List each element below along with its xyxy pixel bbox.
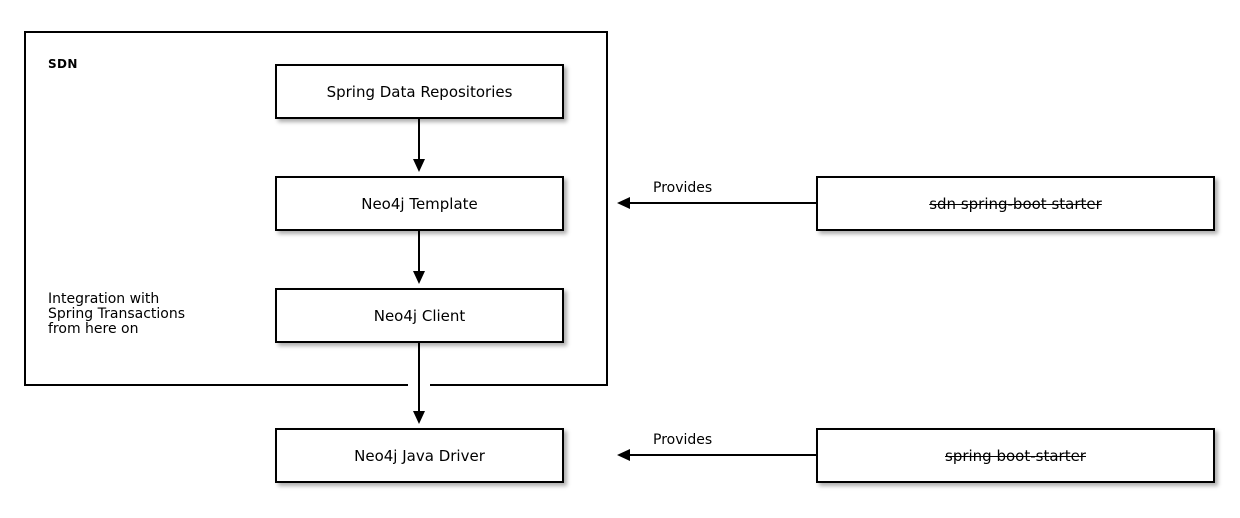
edge-sdn-starter-provides-line [630,202,816,204]
edge-boot-starter-provides-label: Provides [653,432,713,448]
node-neo4j-template[interactable]: Neo4j Template [275,176,564,231]
edge-client-to-driver-line-segment [418,343,420,411]
edge-boot-starter-provides-arrowhead [617,449,630,461]
edge-sdn-starter-provides-label: Provides [653,180,713,196]
edge-client-to-driver-arrowhead [413,411,425,424]
note-transactions-line-2: Spring Transactions [48,306,186,322]
package-sdn [24,31,608,386]
note-transactions: Integration with Spring Transactions fro… [48,292,185,337]
node-spring-data-repositories-label: Spring Data Repositories [326,82,513,101]
package-sdn-label: SDN [48,57,78,71]
node-spring-boot-starter[interactable]: spring boot-starter [816,428,1215,483]
edge-repositories-to-template-arrowhead [413,159,425,172]
edge-template-to-client-arrowhead [413,271,425,284]
node-neo4j-template-label: Neo4j Template [361,194,478,213]
node-sdn-spring-boot-starter-label: sdn spring-boot starter [929,194,1102,213]
node-sdn-spring-boot-starter[interactable]: sdn spring-boot starter [816,176,1215,231]
edge-sdn-starter-provides-arrowhead [617,197,630,209]
node-neo4j-client-label: Neo4j Client [373,306,466,325]
node-spring-data-repositories[interactable]: Spring Data Repositories [275,64,564,119]
edge-template-to-client-line [418,231,420,271]
edge-repositories-to-template-line [418,119,420,159]
node-neo4j-java-driver[interactable]: Neo4j Java Driver [275,428,564,483]
edge-boot-starter-provides-line [630,454,816,456]
node-neo4j-java-driver-label: Neo4j Java Driver [354,446,485,465]
node-spring-boot-starter-label: spring boot-starter [945,446,1086,465]
node-neo4j-client[interactable]: Neo4j Client [275,288,564,343]
note-transactions-line-3: from here on [48,321,139,337]
note-transactions-line-1: Integration with [48,291,160,307]
